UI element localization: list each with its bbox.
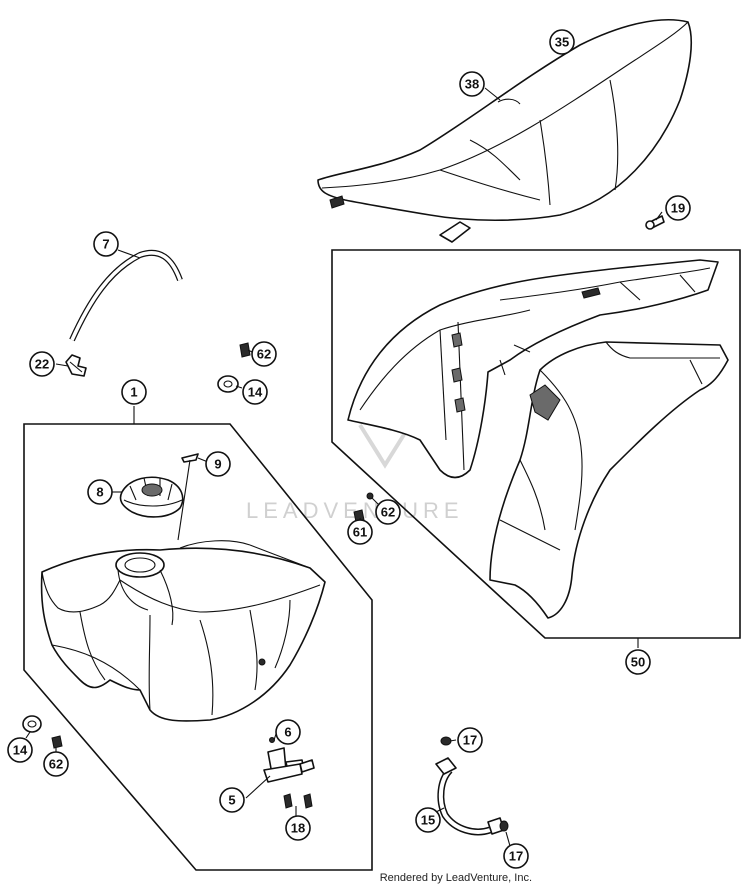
callout-19: 19 — [665, 195, 691, 221]
callout-14-lower: 14 — [7, 737, 33, 763]
fuel-tank-group-frame — [23, 423, 373, 871]
screw-62-upper — [239, 342, 251, 358]
svg-text:62: 62 — [381, 505, 395, 520]
callout-14-upper: 14 — [242, 379, 268, 405]
bolt-19 — [645, 215, 665, 230]
left-radiator-spoiler — [347, 259, 719, 479]
callout-7: 7 — [93, 231, 119, 257]
svg-text:18: 18 — [291, 821, 305, 836]
callout-17-upper: 17 — [457, 727, 483, 753]
svg-text:1: 1 — [130, 385, 137, 400]
svg-text:17: 17 — [509, 849, 523, 864]
clamp-17-upper — [440, 736, 452, 746]
footer-credit: Rendered by LeadVenture, Inc. — [379, 872, 532, 884]
svg-text:35: 35 — [555, 35, 569, 50]
callout-38: 38 — [459, 71, 485, 97]
callout-50: 50 — [625, 649, 651, 675]
svg-text:17: 17 — [463, 733, 477, 748]
watermark-text: LEADVENTURE — [246, 498, 464, 523]
callout-61: 61 — [347, 519, 373, 545]
washer-14-upper — [217, 375, 239, 393]
callout-62-upper: 62 — [251, 341, 277, 367]
callout-6: 6 — [275, 719, 301, 745]
clamp-17-lower — [499, 820, 509, 832]
svg-text:6: 6 — [284, 725, 291, 740]
spoiler-group-frame — [331, 249, 741, 639]
right-radiator-spoiler — [489, 341, 729, 619]
svg-text:5: 5 — [228, 793, 235, 808]
callout-22: 22 — [29, 351, 55, 377]
svg-text:9: 9 — [214, 457, 221, 472]
callout-17-lower: 17 — [503, 843, 529, 869]
callout-5: 5 — [219, 787, 245, 813]
callout-35: 35 — [549, 29, 575, 55]
seat — [317, 19, 693, 243]
screws-18 — [283, 793, 313, 809]
callout-18: 18 — [285, 815, 311, 841]
breather-fitting — [65, 354, 87, 377]
fuel-tap — [263, 737, 315, 783]
nut-62-middle — [366, 492, 374, 500]
callout-15: 15 — [415, 807, 441, 833]
callout-62-lower: 62 — [43, 751, 69, 777]
callout-62-middle: 62 — [375, 499, 401, 525]
callout-1: 1 — [121, 379, 147, 405]
svg-text:15: 15 — [421, 813, 435, 828]
svg-text:22: 22 — [35, 357, 49, 372]
callout-9: 9 — [205, 451, 231, 477]
fuel-tank — [40, 540, 326, 722]
fuel-hose — [69, 249, 183, 342]
svg-text:61: 61 — [353, 525, 367, 540]
fuel-cap — [119, 476, 184, 518]
callout-8: 8 — [87, 479, 113, 505]
svg-text:62: 62 — [257, 347, 271, 362]
screw-62-lower — [51, 735, 63, 749]
svg-text:8: 8 — [96, 485, 103, 500]
watermark: LEADVENTURE — [246, 423, 464, 523]
svg-text:14: 14 — [248, 385, 263, 400]
fuel-line-15 — [435, 757, 505, 836]
washer-14-lower — [22, 715, 42, 733]
svg-text:50: 50 — [631, 655, 645, 670]
svg-text:7: 7 — [102, 237, 109, 252]
svg-text:19: 19 — [671, 201, 685, 216]
svg-text:38: 38 — [465, 77, 479, 92]
breather-valve — [177, 453, 199, 541]
svg-text:14: 14 — [13, 743, 28, 758]
svg-text:62: 62 — [49, 757, 63, 772]
